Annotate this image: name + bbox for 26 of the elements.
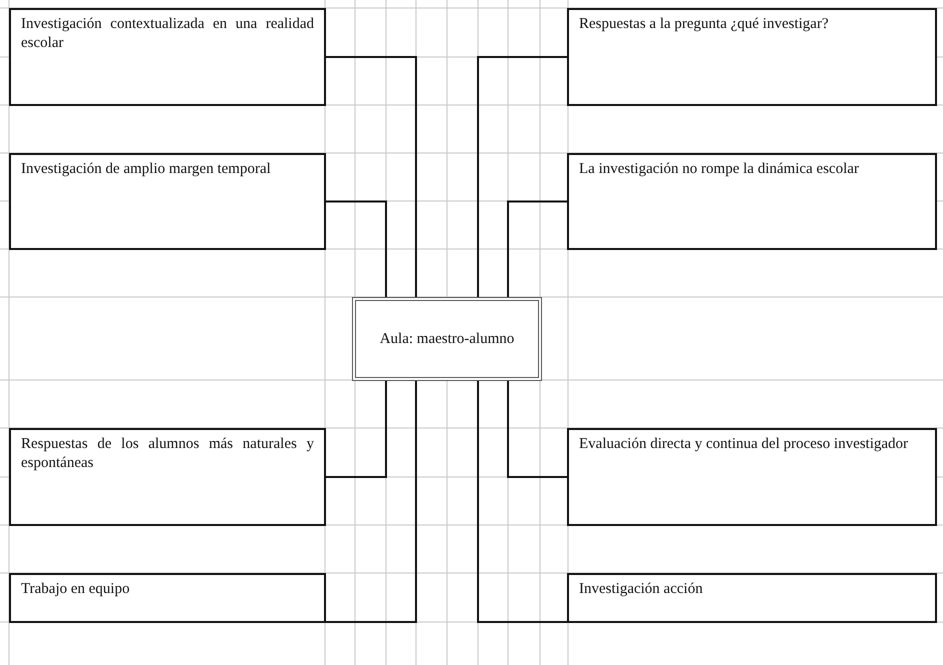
text-box — [9, 8, 326, 106]
connector-line — [477, 381, 567, 623]
box-text: Investigación contextualizada en una realidad escolar — [21, 15, 314, 53]
connector-line — [326, 381, 417, 623]
text-box — [567, 8, 937, 106]
text-box — [567, 428, 937, 526]
connector-line — [326, 381, 387, 478]
box-text: Respuestas a la pregunta ¿qué investigar? — [579, 15, 830, 34]
box-text: Aula: maestro-alumno — [378, 330, 516, 348]
box-text: Investigación de amplio margen temporal — [21, 160, 272, 179]
text-box — [9, 153, 326, 250]
connector-line — [507, 381, 567, 478]
central-box — [352, 297, 542, 381]
text-box — [9, 573, 326, 623]
text-box — [567, 153, 937, 250]
text-box — [567, 573, 937, 623]
connector-line — [477, 56, 567, 297]
connector-line — [507, 200, 567, 297]
text-box — [9, 428, 326, 526]
connector-line — [326, 200, 387, 297]
box-text: Investigación acción — [579, 580, 704, 599]
box-text: Evaluación directa y continua del proceso investigador — [579, 435, 910, 454]
connector-line — [326, 56, 417, 297]
box-text: Respuestas de los alumnos más naturales y espontáneas — [21, 435, 314, 473]
box-text: La investigación no rompe la dinámica escolar — [579, 160, 860, 179]
box-text: Trabajo en equipo — [21, 580, 131, 599]
